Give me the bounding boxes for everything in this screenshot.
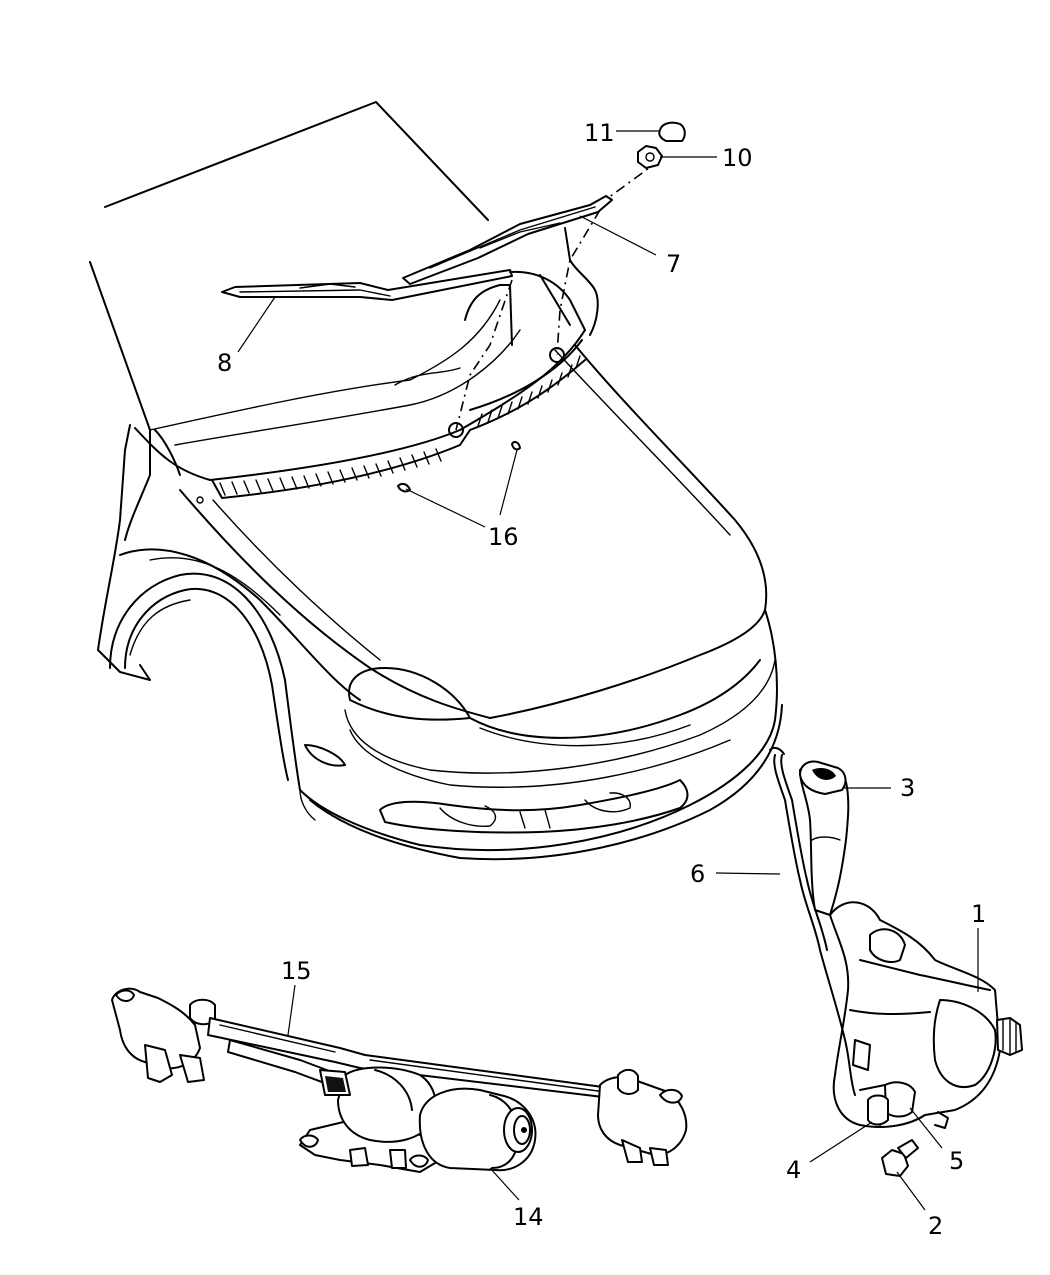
wiper-motor-14: [299, 1066, 537, 1173]
washer-hose-6: [769, 746, 856, 1096]
callout-10: 10: [722, 144, 753, 172]
callout-5: 5: [949, 1147, 964, 1175]
callout-3: 3: [900, 774, 915, 802]
callout-labels: 11 10 7 8 16 3 6 1 15 4 5 14 2: [217, 119, 986, 1240]
washer-reservoir-1: [799, 763, 1023, 1129]
callout-2: 2: [928, 1212, 943, 1240]
nut-10: [637, 145, 663, 169]
callout-16: 16: [488, 523, 519, 551]
assembly-line-left: [455, 279, 513, 431]
wiper-arm-7: [402, 195, 613, 285]
callout-7: 7: [666, 250, 681, 278]
callout-6: 6: [690, 860, 705, 888]
assembly-line-right: [556, 209, 601, 356]
callout-1: 1: [971, 900, 986, 928]
wiper-blade-8: [221, 269, 513, 301]
callout-8: 8: [217, 349, 232, 377]
reservoir-cap-3: [799, 760, 847, 795]
callout-14: 14: [513, 1203, 544, 1231]
cowl-grille-slats: [219, 355, 581, 496]
washer-pump-5: [884, 1081, 916, 1118]
cap-11: [658, 121, 686, 142]
callout-4: 4: [786, 1156, 801, 1184]
bolt-2: [881, 1139, 919, 1177]
callout-15: 15: [281, 957, 312, 985]
leader-lines: [237, 130, 979, 1211]
grommet-4: [867, 1094, 889, 1126]
clip-16a: [397, 482, 411, 493]
callout-11: 11: [584, 119, 615, 147]
clip-16b: [511, 440, 521, 451]
vehicle-front-body: [89, 101, 783, 861]
pivot-cap-left: [448, 422, 464, 438]
wiper-arm-linkage: [464, 227, 599, 346]
assembly-line-upper: [607, 159, 661, 199]
